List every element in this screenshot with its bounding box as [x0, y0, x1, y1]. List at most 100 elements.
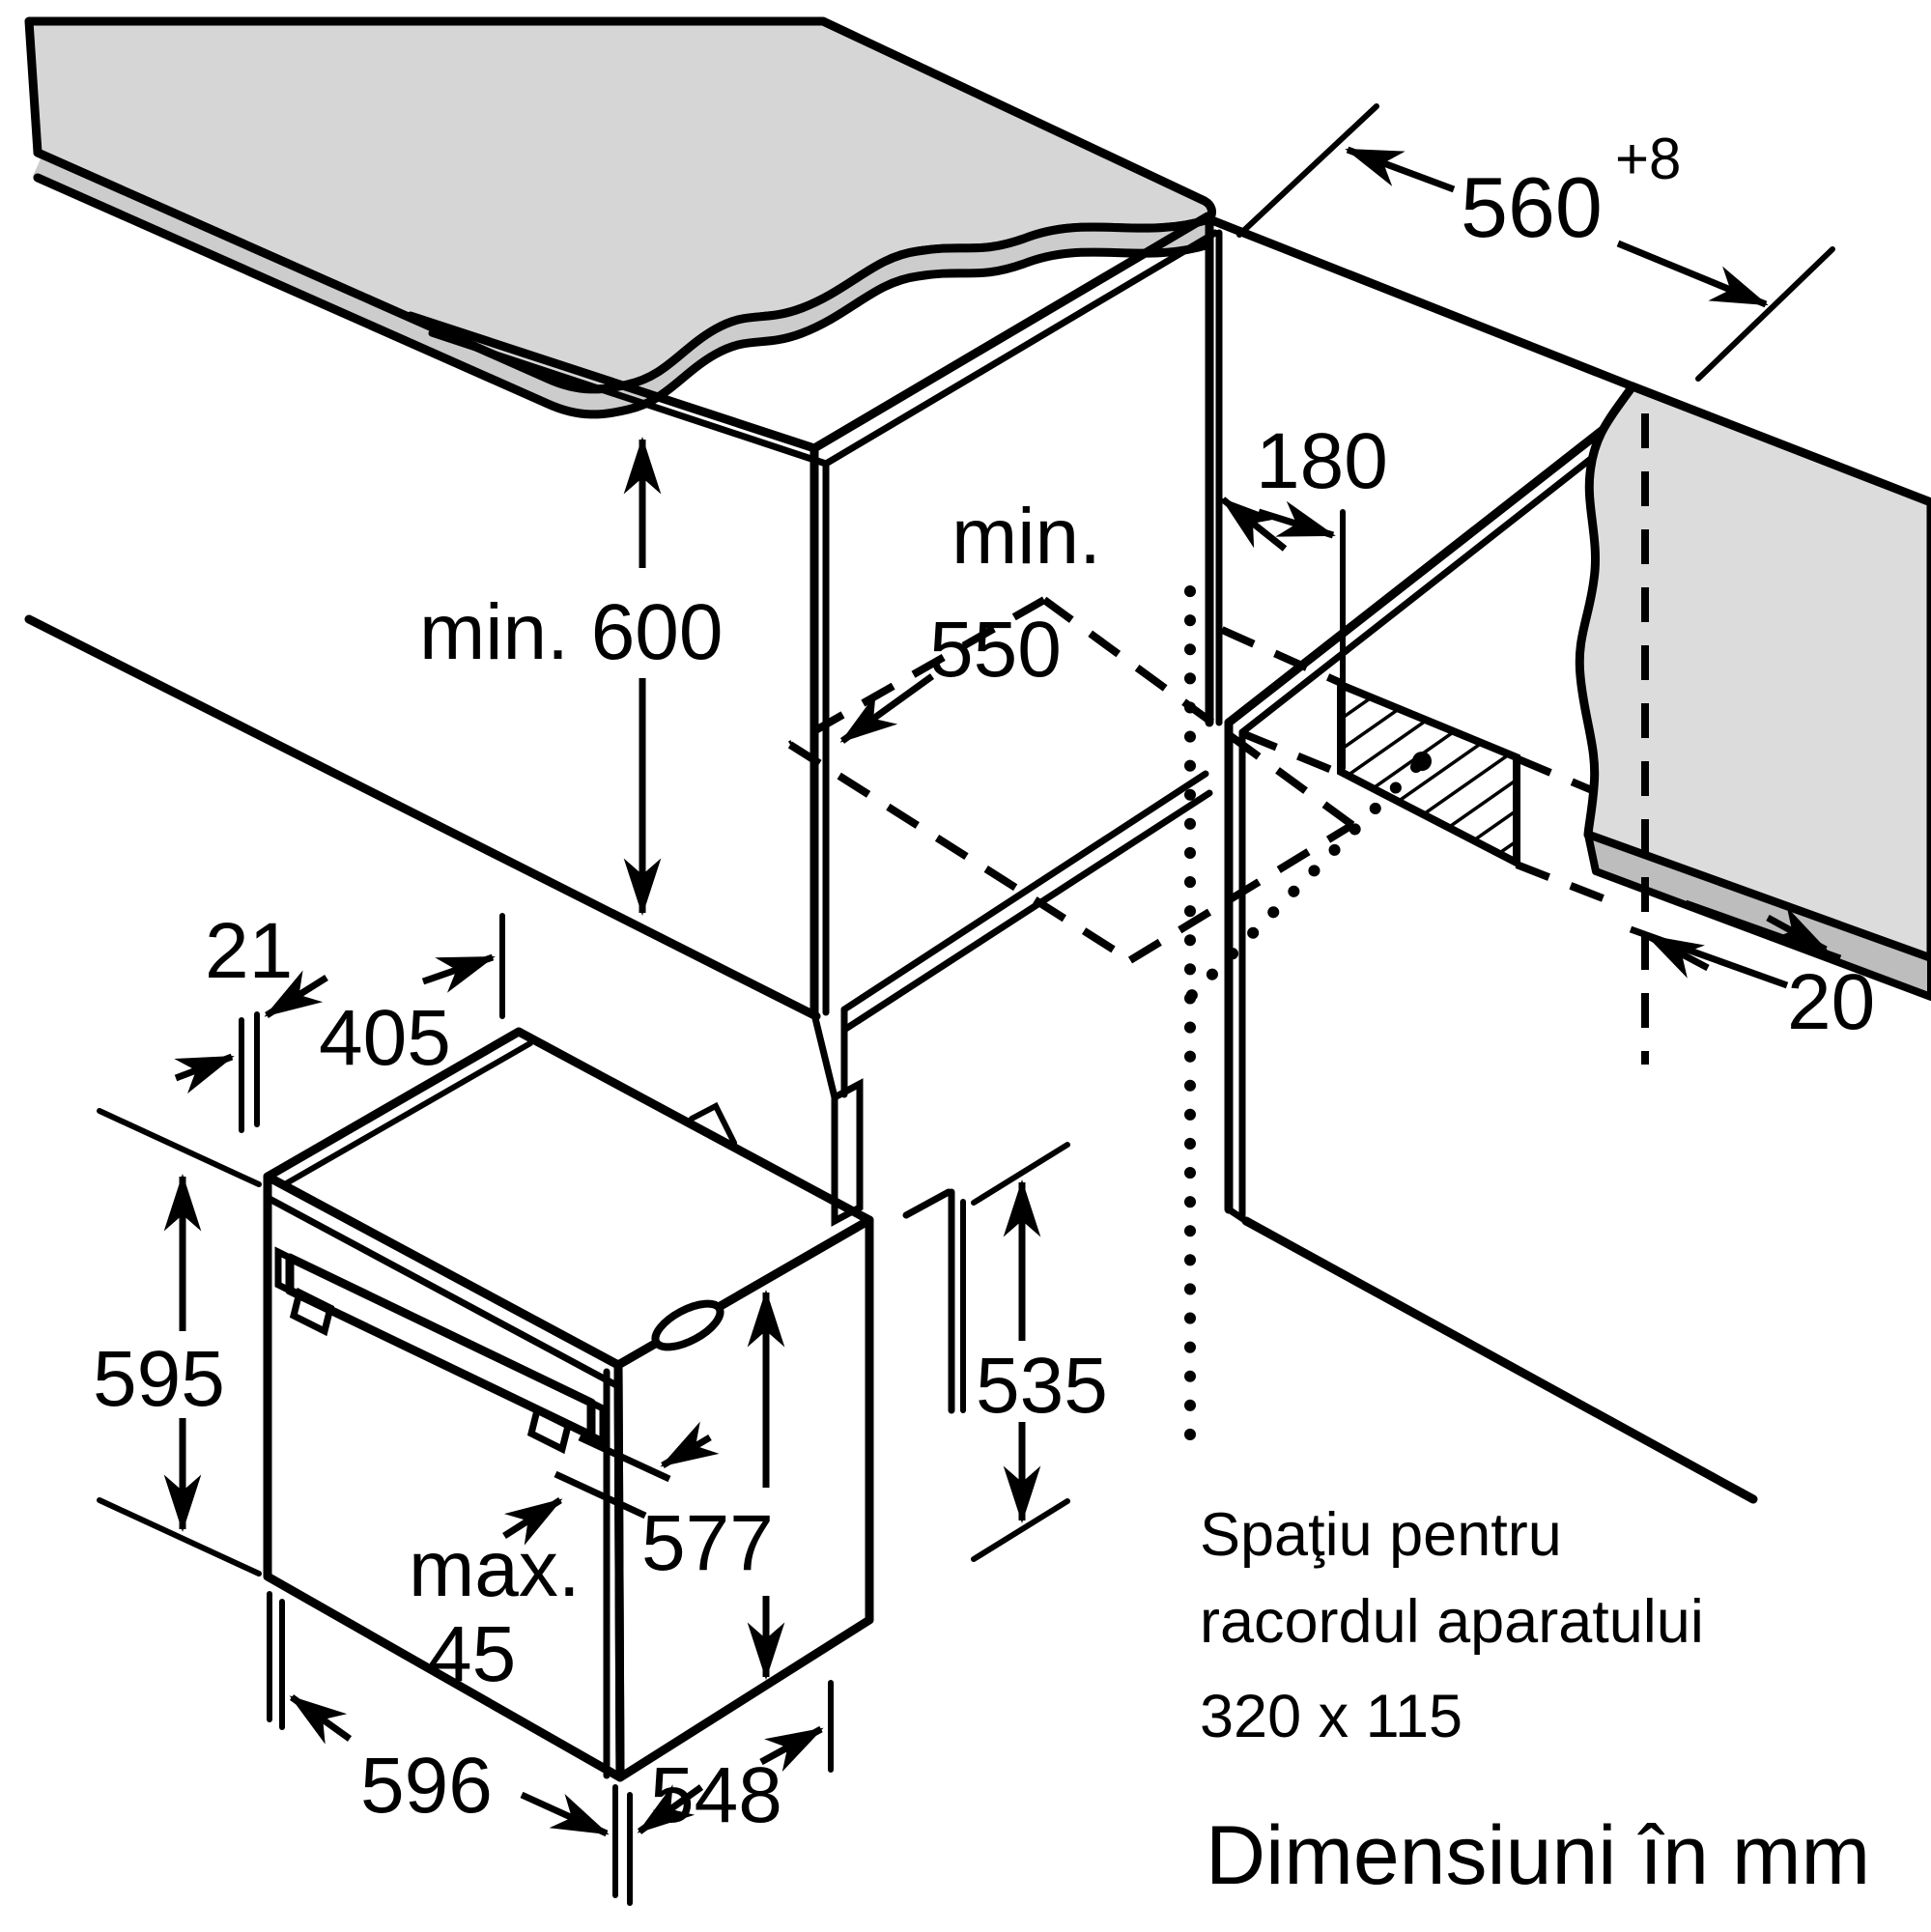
- worktop-surface: [24, 16, 1216, 394]
- dim-21-arrow-right: [264, 970, 328, 1018]
- dim-45-tick-lower: [554, 1470, 647, 1520]
- dim-45-prefix: max.: [409, 1525, 581, 1613]
- dim-wall-gap: 20: [1629, 899, 1875, 1046]
- note-line-2: racordul aparatului: [1200, 1588, 1704, 1656]
- dim-rear-body-height: 535: [971, 1142, 1108, 1562]
- connection-hatch-area: [1337, 679, 1520, 869]
- cabinet-shelf-bottom: [840, 789, 1213, 1034]
- oven-handle-cap-right: [587, 1397, 607, 1447]
- dim-20-arrow-left: [1645, 932, 1710, 979]
- dim-45-arrow-up: [502, 1497, 563, 1546]
- side-panel-top-edge: [1224, 405, 1633, 727]
- worktop: [24, 16, 1216, 419]
- cabinet-base-step: [810, 1010, 838, 1101]
- niche: [787, 212, 1758, 1504]
- connection-dash-bottom-right: [1515, 861, 1625, 910]
- dim-596-label: 596: [360, 1742, 493, 1830]
- dim-596-arrow-left: [289, 1694, 353, 1745]
- dim-405-arrow: [421, 953, 496, 993]
- cabinet-left-top-edge: [406, 311, 819, 453]
- dim-oven-height: 595: [93, 1108, 262, 1577]
- dim-45-label: 45: [428, 1610, 516, 1698]
- housing-cabinet: [24, 212, 1219, 1227]
- room-wall: [1575, 382, 1931, 1065]
- dim-550-arrow: [839, 673, 935, 744]
- dim-596-arrow-right: [520, 1791, 610, 1837]
- dim-595-ext-top: [97, 1108, 262, 1187]
- connection-dash-top-left: [1220, 626, 1341, 686]
- dim-worktop-height: min. 600: [419, 437, 724, 916]
- side-panel-top-edge-inner: [1238, 419, 1640, 736]
- dim-595-ext-bottom: [97, 1497, 262, 1577]
- oven: [263, 1027, 874, 1782]
- dim-560-tick-left: [1236, 103, 1379, 238]
- floor-line: [24, 614, 821, 1021]
- oven-handle-bracket-left: [289, 1287, 335, 1337]
- dim-connection-offset: 180: [1220, 417, 1388, 552]
- oven-handle-bracket-right: [526, 1405, 573, 1455]
- niche-top-back-edge: [1205, 214, 1637, 391]
- dim-niche-depth: min. 550: [839, 493, 1101, 744]
- oven-top-notch: [689, 1101, 737, 1146]
- dim-niche-width: 560 +8: [1236, 103, 1835, 382]
- side-panel-bottom-edge: [1241, 1216, 1758, 1504]
- dim-595-label: 595: [93, 1335, 225, 1423]
- dim-535-tick-bottom: [971, 1498, 1070, 1562]
- dim-577-label: 577: [641, 1499, 774, 1587]
- dim-535-label: 535: [976, 1342, 1108, 1430]
- cabinet-left-top-edge-inner: [428, 329, 830, 468]
- dim-oven-width: 596: [267, 1591, 633, 1906]
- dim-548-arrow-right: [759, 1725, 824, 1773]
- dim-45-arrow-down: [660, 1421, 720, 1469]
- panel-foot-step: [902, 1188, 952, 1219]
- connection-space: [1184, 509, 1625, 1460]
- dim-handle-depth: max. 45: [409, 1421, 720, 1698]
- dim-550-prefix: min.: [951, 493, 1101, 581]
- cabinet-front-top-edge-inner: [822, 229, 1219, 468]
- dim-560-arrow-left: [1345, 146, 1456, 193]
- leader-dotted-diagonal: [1184, 761, 1422, 1003]
- dim-21-arrow-left: [174, 1053, 235, 1094]
- dim-20-label: 20: [1787, 958, 1875, 1046]
- dim-560-tick-right: [1695, 246, 1835, 382]
- dim-21-label: 21: [205, 907, 293, 995]
- connection-dash-bottom-left: [1242, 730, 1341, 777]
- footprint-front-left: [787, 741, 1133, 964]
- dim-door-offset: 21: [174, 907, 328, 1133]
- footprint-front-right: [1127, 821, 1355, 964]
- oven-side-grip: [651, 1299, 724, 1351]
- dim-top-recess: 405: [319, 913, 505, 1082]
- dim-180-label: 180: [1256, 417, 1388, 505]
- footprint-back-left: [788, 596, 1046, 749]
- dim-548-label: 548: [650, 1751, 782, 1839]
- dim-535-tick-top: [971, 1142, 1070, 1206]
- dim-180-arrow-right: [1257, 500, 1336, 539]
- wall-face: [1575, 382, 1931, 963]
- cabinet-front-top-edge: [809, 212, 1212, 453]
- oven-door-top-edge: [264, 1194, 622, 1390]
- worktop-bottom-edge: [33, 173, 1214, 419]
- dim-550-label: 550: [929, 606, 1062, 694]
- note-line-3: 320 x 115: [1200, 1683, 1462, 1750]
- dim-560-arrow-right: [1616, 240, 1769, 308]
- connection-note: Spaţiu pentru racordul aparatului 320 x …: [1200, 1501, 1704, 1750]
- dim-180-arrow-left: [1220, 497, 1288, 552]
- oven-front-face: [263, 1172, 625, 1782]
- dim-405-label: 405: [319, 994, 451, 1082]
- cabinet-plinth: [831, 1078, 864, 1227]
- dim-548-arrow-left: [637, 1784, 704, 1834]
- connection-dash-top-right: [1517, 755, 1594, 794]
- dim-600-label: min. 600: [419, 588, 724, 676]
- footprint-back-right: [1041, 596, 1355, 829]
- dim-oven-depth: 548: [637, 1680, 834, 1839]
- dim-560-tolerance: +8: [1615, 127, 1681, 191]
- dim-oven-body-height: 577: [641, 1290, 785, 1680]
- units-caption: Dimensiuni în mm: [1206, 1809, 1870, 1902]
- dim-20-arrow-right: [1766, 906, 1829, 953]
- oven-top-rim: [280, 1040, 533, 1188]
- cabinet-shelf-top: [840, 770, 1209, 1013]
- oven-handle-cap-left: [274, 1246, 294, 1296]
- dim-560-label: 560: [1461, 159, 1603, 255]
